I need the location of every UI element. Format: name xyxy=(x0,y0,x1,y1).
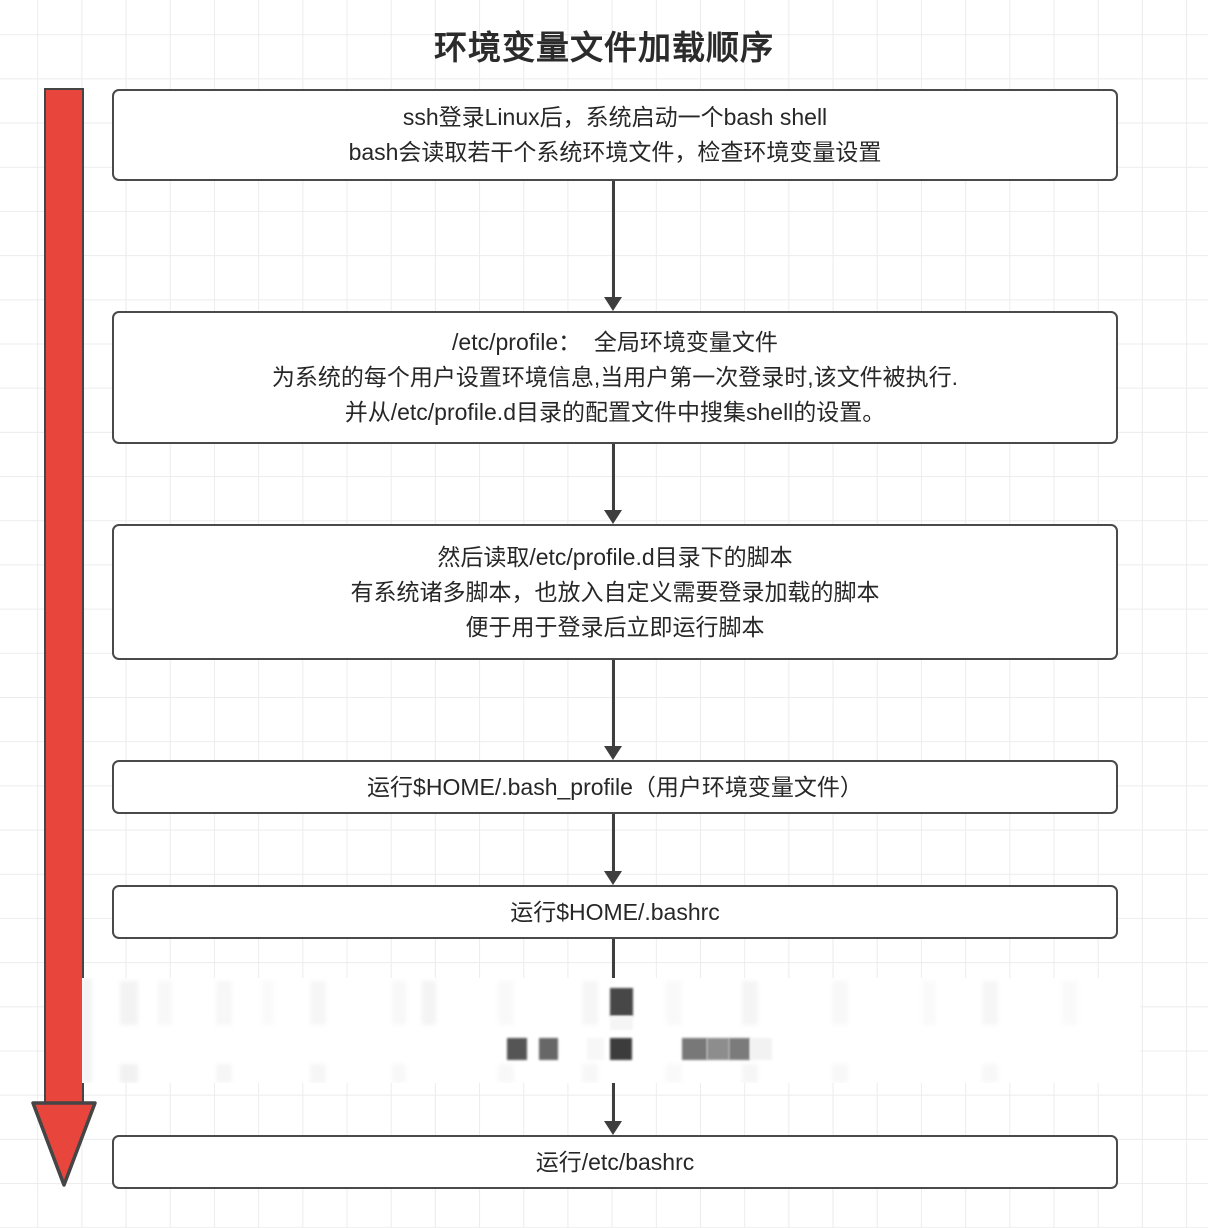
redaction-block xyxy=(610,1016,633,1030)
red-arrow-head xyxy=(31,1101,97,1188)
red-arrow-head-icon xyxy=(31,1101,97,1187)
redaction-block xyxy=(707,1038,729,1060)
flow-node-etc-bashrc[interactable]: 运行/etc/bashrc xyxy=(112,1135,1118,1189)
loading-order-direction-arrow xyxy=(31,88,97,1188)
connector-arrow-4 xyxy=(612,814,615,872)
connector-arrow-5-lower xyxy=(612,1083,615,1122)
redaction-smear xyxy=(666,1064,682,1083)
redaction-smear xyxy=(422,981,436,1025)
node-text-line: 运行$HOME/.bashrc xyxy=(510,898,720,925)
flow-node-bash-profile[interactable]: 运行$HOME/.bash_profile（用户环境变量文件） xyxy=(112,760,1118,814)
redaction-smear xyxy=(82,978,92,1083)
connector-arrow-3 xyxy=(612,660,615,747)
node-text-line: 为系统的每个用户设置环境信息,当用户第一次登录时,该文件被执行. xyxy=(271,364,959,390)
node-text-line: 并从/etc/profile.d目录的配置文件中搜集shell的设置。 xyxy=(344,399,886,425)
flow-node-ssh-login[interactable]: ssh登录Linux后，系统启动一个bash shell bash会读取若干个系… xyxy=(112,89,1118,181)
redaction-smear xyxy=(262,981,274,1025)
connector-arrow-1 xyxy=(612,181,615,298)
node-text-line: 然后读取/etc/profile.d目录下的脚本 xyxy=(437,543,793,570)
redaction-smear xyxy=(310,981,326,1025)
redaction-block xyxy=(610,988,633,1016)
flow-node-etc-profile[interactable]: /etc/profile： 全局环境变量文件 为系统的每个用户设置环境信息,当用… xyxy=(112,311,1118,444)
redaction-smear xyxy=(982,981,998,1025)
flow-node-profile-d[interactable]: 然后读取/etc/profile.d目录下的脚本 有系统诸多脚本，也放入自定义需… xyxy=(112,524,1118,660)
redaction-smear xyxy=(832,1064,848,1083)
flow-node-home-bashrc[interactable]: 运行$HOME/.bashrc xyxy=(112,885,1118,939)
redaction-smear xyxy=(1062,981,1078,1025)
redaction-smear xyxy=(742,1064,758,1083)
page-title: 环境变量文件加载顺序 xyxy=(434,29,774,66)
redaction-smear xyxy=(216,981,232,1025)
redaction-smear xyxy=(216,1064,232,1083)
node-text-line: 便于用于登录后立即运行脚本 xyxy=(465,613,765,640)
redaction-smear xyxy=(982,1064,998,1083)
node-text-line: bash会读取若干个系统环境文件，检查环境变量设置 xyxy=(348,139,882,165)
redaction-smear xyxy=(922,981,936,1025)
redaction-smear xyxy=(120,1064,138,1083)
redaction-block xyxy=(610,1038,632,1060)
redaction-smear xyxy=(582,1064,598,1083)
redaction-block xyxy=(507,1038,527,1060)
redaction-smear xyxy=(392,1064,406,1083)
connector-arrow-5-upper xyxy=(612,939,615,989)
redaction-smear xyxy=(498,1064,514,1083)
red-arrow-shaft xyxy=(44,88,84,1105)
connector-arrow-2 xyxy=(612,444,615,511)
redaction-smear xyxy=(832,981,848,1025)
redaction-block xyxy=(587,1038,604,1060)
redaction-smear xyxy=(120,981,138,1025)
redaction-smear xyxy=(666,981,682,1025)
redaction-block xyxy=(750,1038,772,1060)
redaction-smear xyxy=(158,981,172,1025)
redaction-smear xyxy=(582,981,598,1025)
redaction-block xyxy=(682,1038,707,1060)
node-text-line: 运行$HOME/.bash_profile（用户环境变量文件） xyxy=(367,773,863,800)
redaction-block xyxy=(539,1038,558,1060)
node-text-line: /etc/profile： 全局环境变量文件 xyxy=(452,329,778,355)
node-text-line: ssh登录Linux后，系统启动一个bash shell xyxy=(402,104,828,130)
redaction-smear xyxy=(310,1064,326,1083)
redaction-smear xyxy=(392,981,406,1025)
node-text-line: 运行/etc/bashrc xyxy=(535,1148,695,1175)
redaction-smear xyxy=(742,981,758,1025)
node-text-line: 有系统诸多脚本，也放入自定义需要登录加载的脚本 xyxy=(350,578,880,605)
redaction-block xyxy=(729,1038,750,1060)
redaction-smear xyxy=(498,981,514,1025)
redacted-blurred-region xyxy=(82,978,1140,1083)
